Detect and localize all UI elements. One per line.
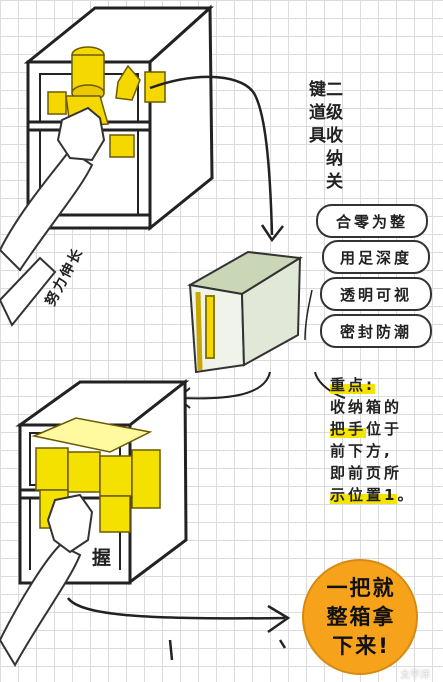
note-head: 重点: xyxy=(330,376,375,394)
bubble-1: 合零为整 xyxy=(316,204,428,238)
note-hook xyxy=(314,371,346,399)
note-line-5-end: 。 xyxy=(397,486,416,504)
final-line-2: 整箱拿 xyxy=(326,605,396,629)
final-circle xyxy=(302,559,418,675)
note-line-3: 前下方, xyxy=(330,442,393,460)
arrow-top xyxy=(149,75,284,243)
note-line-1: 收纳箱的 xyxy=(330,398,403,416)
grip-label: 握 xyxy=(92,547,112,569)
storage-box xyxy=(187,250,303,374)
note-line-4: 即前页所 xyxy=(330,464,403,482)
final-line-3: 下来! xyxy=(332,634,390,658)
top-arm xyxy=(0,106,106,327)
note-highlight-2: 示位置1 xyxy=(330,486,398,504)
top-label: 二级收纳关键道具 xyxy=(305,80,342,195)
bottom-arm xyxy=(0,493,94,667)
watermark: 太平洋 xyxy=(400,670,430,681)
bubble-2: 用足深度 xyxy=(322,240,430,274)
note-line-2: 位于 xyxy=(366,420,403,438)
bubble-3: 透明可视 xyxy=(320,277,432,311)
final-line-1: 一把就 xyxy=(326,576,396,600)
note-highlight-1: 把手 xyxy=(330,420,367,438)
final-text: 一把就 整箱拿 下来! xyxy=(306,574,416,661)
arrow-bottom xyxy=(66,597,291,661)
top-shelf-items xyxy=(47,46,166,158)
key-note: 重点: 收纳箱的 把手位于 前下方, 即前页所 示位置1。 xyxy=(330,374,440,506)
bubble-4: 密封防潮 xyxy=(320,314,432,348)
